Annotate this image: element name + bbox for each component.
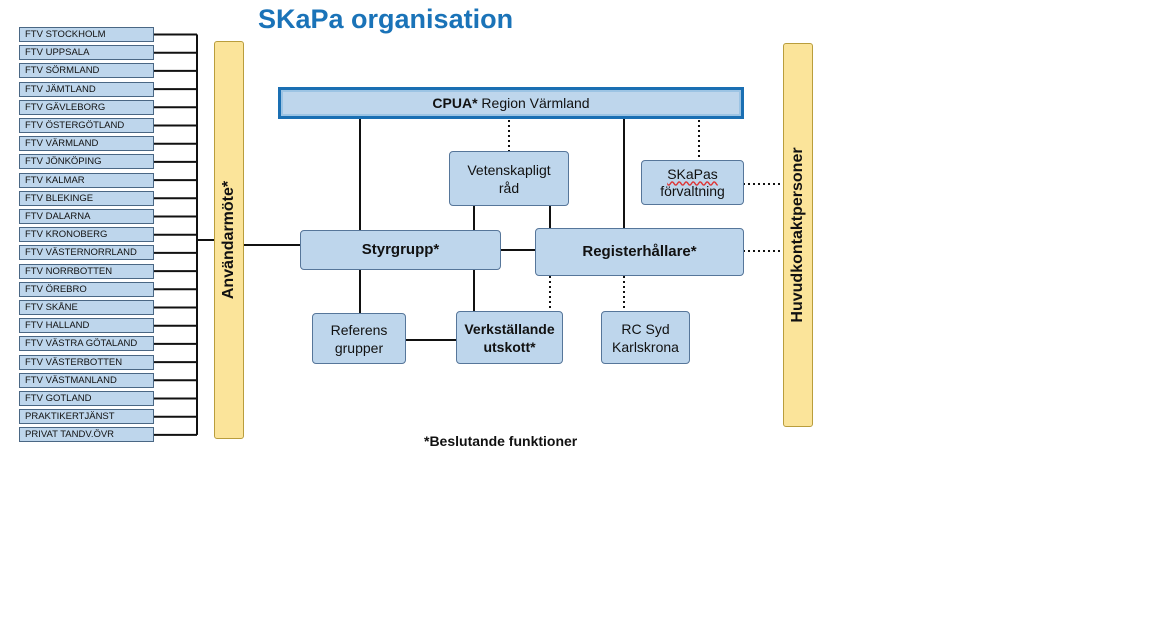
ftv-unit-box: FTV STOCKHOLM	[19, 27, 154, 42]
ftv-unit-box: FTV GÄVLEBORG	[19, 99, 154, 115]
ftv-connectors	[154, 33, 214, 436]
ftv-unit-box: PRIVAT TANDV.ÖVR	[19, 427, 154, 443]
skapas-line1: SKaPas	[667, 165, 718, 182]
ftv-unit-box: FTV UPPSALA	[19, 45, 154, 61]
ftv-unit-box: FTV DALARNA	[19, 209, 154, 224]
skapas-forvaltning-box: SKaPas förvaltning	[641, 160, 744, 205]
referens-line1: Referens	[330, 321, 388, 338]
ftv-unit-box: PRAKTIKERTJÄNST	[19, 409, 154, 425]
referensgrupper-box: Referens grupper	[312, 313, 406, 364]
ftv-unit-box: FTV NORRBOTTEN	[19, 263, 154, 279]
vetenskapligt-line2: råd	[498, 179, 520, 196]
ftv-unit-box: FTV ÖREBRO	[19, 281, 154, 297]
verkstallande-utskott-box: Verkställande utskott*	[456, 311, 563, 364]
cpua-box: CPUA* Region Värmland	[278, 87, 744, 119]
ftv-unit-box: FTV SÖRMLAND	[19, 63, 154, 79]
referens-line2: grupper	[334, 339, 384, 356]
ftv-unit-box: FTV KRONOBERG	[19, 227, 154, 243]
styrgrupp-box: Styrgrupp*	[300, 230, 501, 270]
rc-syd-box: RC Syd Karlskrona	[601, 311, 690, 364]
ftv-unit-box: FTV VÄRMLAND	[19, 136, 154, 152]
ftv-unit-box: FTV JÖNKÖPING	[19, 154, 154, 170]
ftv-unit-box: FTV SKÅNE	[19, 300, 154, 315]
footnote: *Beslutande funktioner	[424, 433, 578, 449]
ftv-unit-box: FTV VÄSTERBOTTEN	[19, 354, 154, 370]
verkstallande-line1: Verkställande	[464, 320, 555, 337]
ftv-unit-box: FTV ÖSTERGÖTLAND	[19, 118, 154, 133]
vetenskapligt-line1: Vetenskapligt	[467, 161, 551, 178]
huvudkontakt-label: Huvudkontaktpersoner	[789, 147, 806, 323]
vetenskapligt-rad-box: Vetenskapligt råd	[449, 151, 569, 206]
ftv-unit-box: FTV GOTLAND	[19, 391, 154, 406]
anvandarmote-label: Användarmöte*	[220, 180, 237, 300]
cpua-region: Region Värmland	[477, 95, 590, 111]
cpua-label: CPUA*	[432, 95, 478, 111]
ftv-unit-box: FTV VÄSTMANLAND	[19, 372, 154, 388]
ftv-unit-box: FTV JÄMTLAND	[19, 81, 154, 97]
skapas-line2: förvaltning	[660, 182, 725, 199]
ftv-unit-box: FTV VÄSTERNORRLAND	[19, 245, 154, 261]
ftv-unit-box: FTV HALLAND	[19, 318, 154, 334]
registerhallare-box: Registerhållare*	[535, 228, 744, 276]
huvudkontakt-bar: Huvudkontaktpersoner	[783, 43, 813, 427]
ftv-unit-box: FTV BLEKINGE	[19, 190, 154, 206]
rcsyd-line2: Karlskrona	[612, 338, 679, 355]
ftv-unit-box: FTV KALMAR	[19, 172, 154, 188]
anvandarmote-bar: Användarmöte*	[214, 41, 244, 439]
ftv-unit-box: FTV VÄSTRA GÖTALAND	[19, 336, 154, 352]
page-title: SKaPa organisation	[258, 4, 514, 34]
verkstallande-line2: utskott*	[483, 338, 536, 355]
rcsyd-line1: RC Syd	[621, 320, 670, 337]
